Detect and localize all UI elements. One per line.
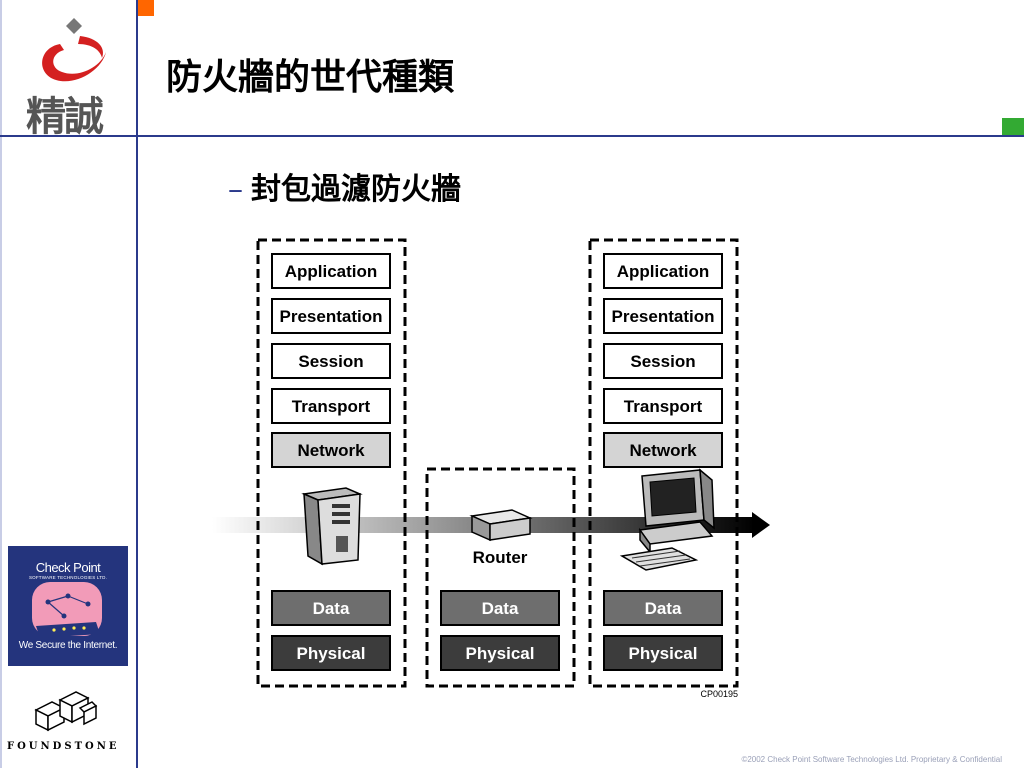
foundstone-text: FOUNDSTONE bbox=[7, 741, 120, 752]
workstation-icon bbox=[619, 468, 715, 571]
bullet-dash: – bbox=[228, 172, 243, 207]
checkpoint-emblem-icon bbox=[32, 582, 102, 638]
left-transport-label: Transport bbox=[292, 397, 371, 416]
left-edge-line bbox=[0, 0, 2, 768]
router-physical-label: Physical bbox=[466, 644, 535, 663]
right-physical-label: Physical bbox=[629, 644, 698, 663]
router-label: Router bbox=[473, 548, 528, 567]
checkpoint-subtitle: SOFTWARE TECHNOLOGIES LTD. bbox=[28, 575, 108, 580]
orange-accent-square bbox=[138, 0, 154, 16]
router-icon bbox=[469, 509, 533, 542]
foundstone-logo-icon bbox=[34, 691, 98, 732]
copyright-footer: ©2002 Check Point Software Technologies … bbox=[741, 755, 1002, 764]
right-stack: Application Presentation Session Transpo… bbox=[603, 253, 723, 468]
left-stack: Application Presentation Session Transpo… bbox=[271, 253, 391, 468]
left-transport-box bbox=[271, 388, 391, 424]
subtitle-text: 封包過濾防火牆 bbox=[251, 172, 461, 207]
logo-text: 精誠 bbox=[26, 93, 104, 140]
router-data-label: Data bbox=[482, 599, 519, 618]
right-data-label: Data bbox=[645, 599, 682, 618]
checkpoint-logo: Check Point SOFTWARE TECHNOLOGIES LTD. W… bbox=[8, 546, 128, 666]
checkpoint-name: Check Point bbox=[35, 560, 101, 575]
right-host-container bbox=[588, 238, 739, 688]
figure-id: CP00195 bbox=[700, 689, 738, 699]
right-transport-label: Transport bbox=[624, 397, 703, 416]
sidebar-divider bbox=[136, 0, 138, 768]
right-network-box bbox=[603, 432, 723, 468]
left-application-label: Application bbox=[285, 262, 378, 281]
router-container bbox=[425, 467, 576, 688]
left-network-box bbox=[271, 432, 391, 468]
left-application-box bbox=[271, 253, 391, 289]
green-accent-square bbox=[1002, 118, 1024, 135]
right-physical-box bbox=[603, 635, 723, 671]
right-session-label: Session bbox=[630, 352, 695, 371]
left-session-box bbox=[271, 343, 391, 379]
right-transport-box bbox=[603, 388, 723, 424]
right-presentation-box bbox=[603, 298, 723, 334]
flow-arrow-head bbox=[752, 512, 770, 538]
right-application-label: Application bbox=[617, 262, 710, 281]
left-session-label: Session bbox=[298, 352, 363, 371]
right-session-box bbox=[603, 343, 723, 379]
header-divider bbox=[0, 135, 1024, 137]
left-physical-box bbox=[271, 635, 391, 671]
server-tower-icon bbox=[301, 487, 363, 566]
right-network-label: Network bbox=[629, 441, 697, 460]
right-data-box bbox=[603, 590, 723, 626]
logo-swoosh-2 bbox=[78, 36, 104, 58]
left-host-container bbox=[256, 238, 407, 688]
router-physical-box bbox=[440, 635, 560, 671]
company-logo bbox=[42, 18, 106, 82]
left-presentation-label: Presentation bbox=[280, 307, 383, 326]
left-network-label: Network bbox=[297, 441, 365, 460]
left-presentation-box bbox=[271, 298, 391, 334]
right-application-box bbox=[603, 253, 723, 289]
bullet-subtitle: –封包過濾防火牆 bbox=[228, 164, 461, 208]
left-data-label: Data bbox=[313, 599, 350, 618]
logo-swoosh bbox=[42, 44, 106, 82]
router-data-box bbox=[440, 590, 560, 626]
page-title: 防火牆的世代種類 bbox=[166, 56, 455, 98]
left-physical-label: Physical bbox=[297, 644, 366, 663]
left-data-box bbox=[271, 590, 391, 626]
checkpoint-tagline: We Secure the Internet. bbox=[18, 640, 118, 651]
logo-diamond bbox=[66, 18, 82, 34]
right-presentation-label: Presentation bbox=[612, 307, 715, 326]
